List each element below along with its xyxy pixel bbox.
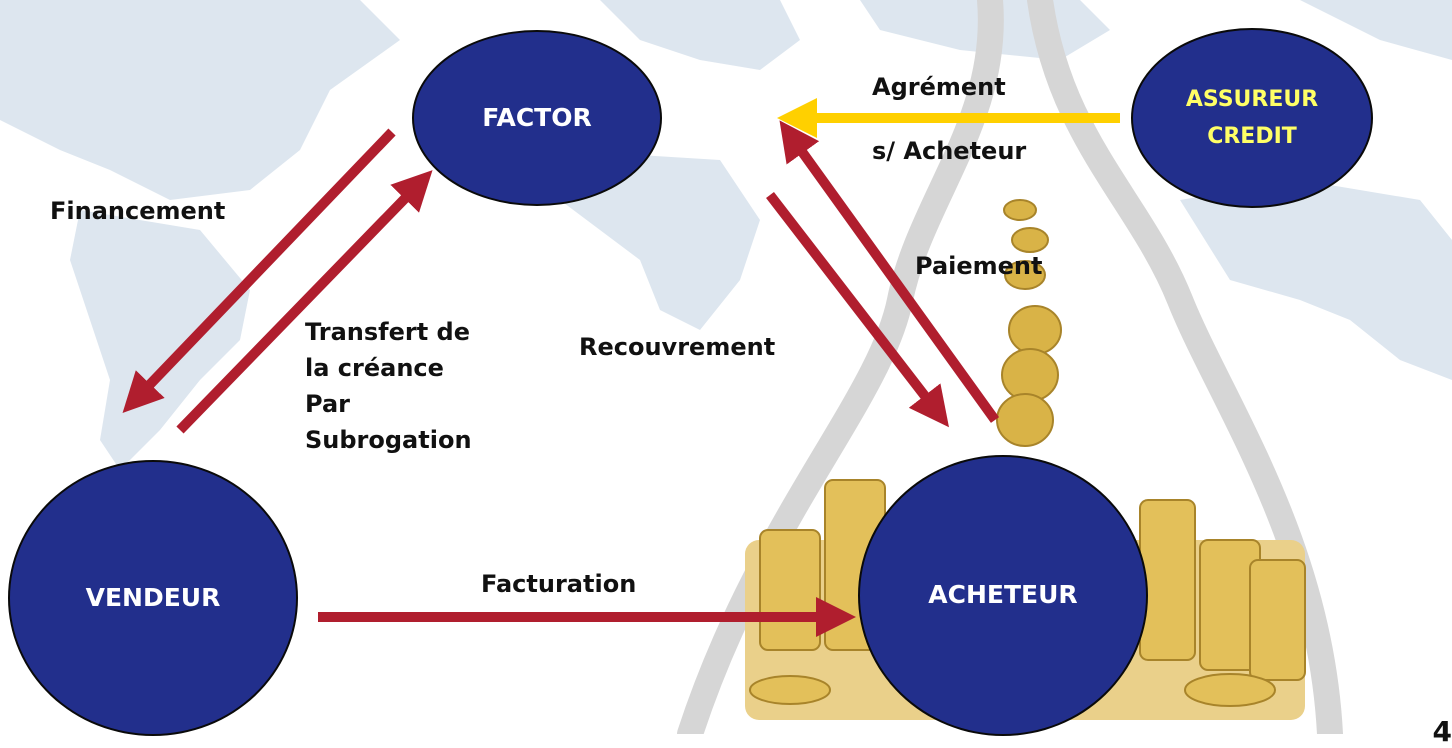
transfert-label: Transfert de la créance Par Subrogation <box>305 314 472 458</box>
factor-label: FACTOR <box>482 102 592 132</box>
assureur-credit-node: ASSUREUR CREDIT <box>1131 28 1373 208</box>
transfert-line-2: la créance <box>305 354 444 382</box>
coin-stream <box>996 199 1062 447</box>
transfert-line-4: Subrogation <box>305 426 472 454</box>
vendeur-label: VENDEUR <box>85 582 221 612</box>
factor-node: FACTOR <box>412 30 662 206</box>
world-map-shapes <box>0 0 1452 470</box>
page-number: 4 <box>1432 715 1452 748</box>
assureur-label: ASSUREUR <box>1185 86 1319 112</box>
vendeur-node: VENDEUR <box>8 460 298 736</box>
facturation-label: Facturation <box>481 570 637 598</box>
financement-arrow <box>122 128 396 413</box>
paiement-label: Paiement <box>915 252 1043 280</box>
transfert-line-1: Transfert de <box>305 318 470 346</box>
agrement-line-2: s/ Acheteur <box>872 137 1027 165</box>
transfert-line-3: Par <box>305 390 350 418</box>
transfert-arrow <box>176 170 433 434</box>
recouvrement-arrow <box>766 191 949 428</box>
agrement-line-1: Agrément <box>872 73 1006 101</box>
credit-label: CREDIT <box>1207 124 1297 149</box>
acheteur-node: ACHETEUR <box>858 455 1148 736</box>
recouvrement-label: Recouvrement <box>579 333 776 361</box>
financement-label: Financement <box>50 197 226 225</box>
paiement-arrow <box>779 120 1000 423</box>
acheteur-label: ACHETEUR <box>928 580 1078 610</box>
